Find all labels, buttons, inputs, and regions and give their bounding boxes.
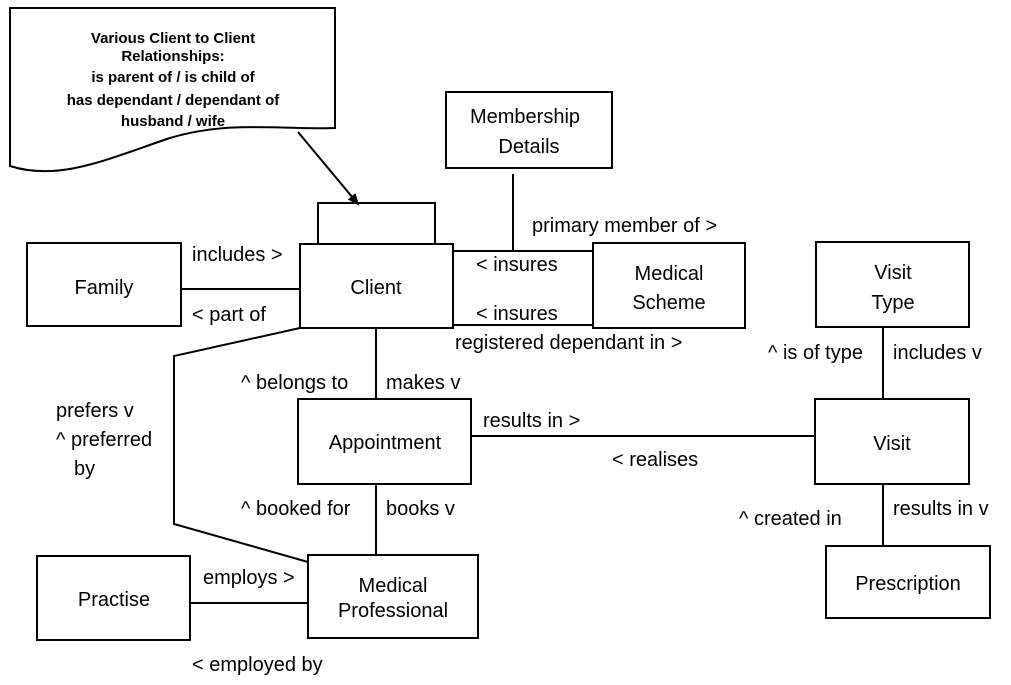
entity-client: Client [299, 243, 454, 329]
entity-label: Medical [359, 575, 428, 597]
rel-prefers: prefers v [56, 400, 134, 422]
rel-created-in: ^ created in [739, 508, 842, 530]
client-self-relationship-line [317, 202, 436, 244]
rel-results-in: results in > [483, 410, 580, 432]
rel-employs: employs > [203, 567, 295, 589]
rel-preferred: ^ preferred [56, 429, 152, 451]
rel-results-in-v: results in v [893, 498, 989, 520]
rel-realises: < realises [612, 449, 698, 471]
note-line-1: Various Client to Client [91, 30, 255, 47]
rel-primary-member-of: primary member of > [532, 215, 717, 237]
entity-medical-professional: Medical Professional [307, 554, 479, 639]
entity-label: Appointment [329, 432, 442, 454]
entity-prescription: Prescription [825, 545, 991, 619]
rel-makes: makes v [386, 372, 460, 394]
entity-label: Details [498, 136, 559, 158]
entity-label: Medical [635, 263, 704, 285]
entity-membership-details: Membership Details [445, 91, 613, 169]
note-arrow [297, 131, 360, 206]
rel-employed-by: < employed by [192, 654, 323, 676]
entity-label: Scheme [632, 292, 705, 314]
rel-includes: includes > [192, 244, 283, 266]
client-professional-line [173, 327, 309, 563]
entity-medical-scheme: Medical Scheme [592, 242, 746, 329]
entity-visit: Visit [814, 398, 970, 485]
entity-appointment: Appointment [297, 398, 472, 485]
connectors [173, 174, 884, 604]
rel-books: books v [386, 498, 455, 520]
entity-practise: Practise [36, 555, 191, 641]
entity-label: Family [75, 277, 134, 299]
rel-includes-v: includes v [893, 342, 982, 364]
entity-label: Membership [470, 106, 580, 128]
rel-part-of: < part of [192, 304, 266, 326]
entity-visit-type: Visit Type [815, 241, 970, 328]
rel-registered-dependant-in: registered dependant in > [455, 332, 682, 354]
entity-label: Type [871, 292, 914, 314]
rel-is-of-type: ^ is of type [768, 342, 863, 364]
note-line-3: is parent of / is child of [91, 69, 255, 86]
relationship-labels: includes > < part of primary member of >… [56, 215, 989, 676]
entity-family: Family [26, 242, 182, 327]
note-line-5: husband / wife [121, 113, 225, 130]
entity-label: Professional [338, 600, 448, 622]
note-client-relationships: Various Client to Client Relationships: … [9, 7, 336, 173]
rel-insures-1: < insures [476, 254, 558, 276]
note-line-2: Relationships: [121, 48, 224, 65]
entity-label: Client [350, 277, 402, 299]
entity-label: Practise [78, 589, 150, 611]
rel-booked-for: ^ booked for [241, 498, 351, 520]
rel-preferred-by: by [74, 458, 95, 480]
entity-label: Visit [874, 262, 912, 284]
note-line-4: has dependant / dependant of [67, 92, 281, 109]
rel-belongs-to: ^ belongs to [241, 372, 348, 394]
entity-label: Visit [873, 433, 911, 455]
entity-label: Prescription [855, 573, 961, 595]
rel-insures-2: < insures [476, 303, 558, 325]
